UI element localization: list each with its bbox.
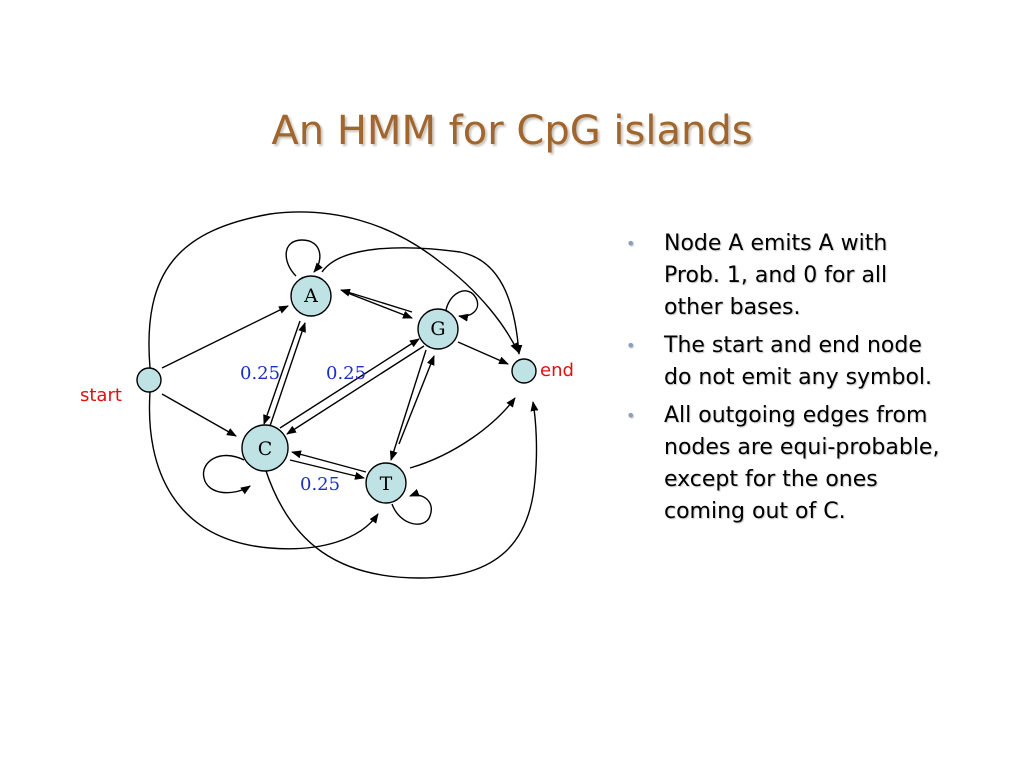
node-g: G: [417, 308, 459, 350]
edge-start-end-loop: [148, 211, 519, 369]
edge-label-ct: 0.25: [300, 474, 340, 495]
edge-c-a: [269, 322, 306, 427]
edge-a-g: [344, 291, 413, 319]
edge-g-t: [389, 349, 427, 461]
edge-start-a: [161, 305, 289, 369]
edge-t-g: [398, 355, 435, 445]
bullet-marker: •: [626, 406, 636, 425]
bullet-text: Node A emits A with Prob. 1, and 0 for a…: [664, 231, 888, 320]
node-t: T: [365, 462, 407, 504]
node-a-label: A: [303, 285, 318, 307]
self-loop-g: [445, 290, 479, 322]
edge-a-c: [263, 320, 301, 425]
self-loop-c: [202, 454, 251, 495]
edge-label-cg: 0.25: [326, 363, 366, 384]
end-label: end: [540, 360, 574, 381]
node-t-label: T: [380, 473, 393, 495]
bullet-text: All outgoing edges from nodes are equi-p…: [664, 403, 940, 524]
bullet-item: • Node A emits A with Prob. 1, and 0 for…: [626, 228, 946, 324]
edge-c-g: [279, 338, 420, 429]
node-c-label: C: [258, 438, 273, 460]
self-loop-t: [391, 488, 432, 525]
edge-g-end: [457, 341, 509, 365]
self-loop-a: [285, 239, 323, 277]
start-label: start: [80, 385, 122, 406]
node-c: C: [241, 424, 289, 472]
edge-start-c: [161, 393, 237, 437]
edge-g-c: [286, 345, 425, 435]
edge-t-c: [291, 450, 367, 473]
edge-start-t-loop: [148, 391, 379, 550]
edge-a-end-loop: [321, 247, 523, 355]
edge-c-t: [289, 459, 365, 480]
bullet-item: • The start and end node do not emit any…: [626, 330, 946, 394]
node-end: [511, 358, 537, 384]
bullet-text: The start and end node do not emit any s…: [664, 333, 933, 390]
node-g-label: G: [430, 318, 445, 340]
slide-title: An HMM for CpG islands: [271, 108, 753, 154]
edge-g-a: [340, 288, 413, 313]
bullet-item: • All outgoing edges from nodes are equi…: [626, 400, 946, 528]
edge-c-end-loop: [264, 401, 539, 579]
bullet-marker: •: [626, 234, 636, 253]
edge-label-ac: 0.25: [240, 363, 280, 384]
node-a: A: [290, 275, 332, 317]
edge-t-end: [409, 397, 516, 469]
bullet-marker: •: [626, 336, 636, 355]
node-start: [136, 367, 162, 393]
bullet-list: • Node A emits A with Prob. 1, and 0 for…: [626, 228, 946, 534]
